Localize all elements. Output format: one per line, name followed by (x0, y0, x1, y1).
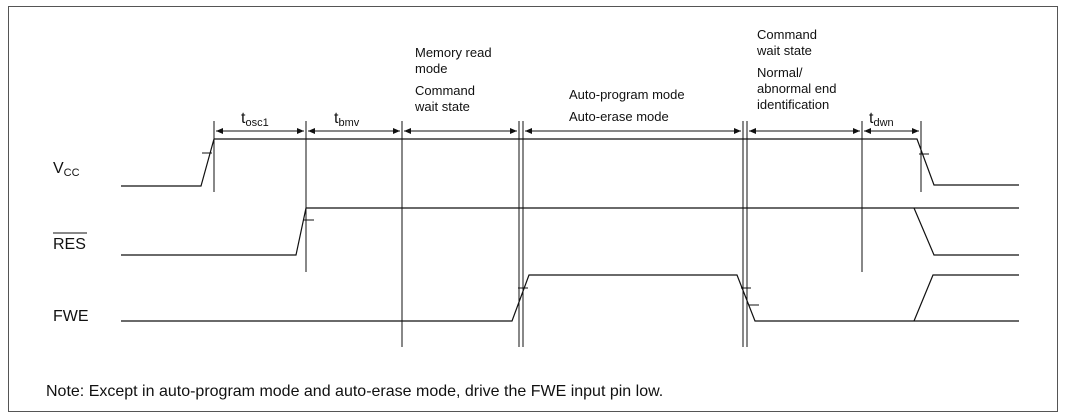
vcc-waveform (121, 138, 1019, 187)
fwe-waveform (121, 274, 1019, 322)
svg-text:Command: Command (757, 27, 817, 42)
svg-text:Command: Command (415, 83, 475, 98)
svg-text:Auto-erase mode: Auto-erase mode (569, 109, 669, 124)
reference-lines (213, 121, 922, 347)
res-waveform (121, 207, 1019, 256)
tdwn-label: tdwn (869, 110, 894, 129)
svg-text:wait state: wait state (414, 99, 470, 114)
phase-memory-read-label: Memory read mode Command wait state (414, 45, 492, 114)
timing-arrows (216, 128, 919, 134)
signal-vcc-label: VCC (53, 160, 80, 179)
svg-text:mode: mode (415, 61, 448, 76)
phase-end-ident-label: Command wait state Normal/ abnormal end … (756, 27, 837, 112)
tbmv-label: tbmv (334, 110, 360, 129)
signal-fwe-label: FWE (53, 308, 89, 325)
phase-auto-mode-label: Auto-program mode Auto-erase mode (569, 87, 685, 124)
svg-text:abnormal end: abnormal end (757, 81, 837, 96)
svg-text:RES: RES (53, 236, 86, 253)
timing-diagram: tosc1 tbmv tdwn Memory read mode Command… (46, 27, 1019, 400)
tosc1-label: tosc1 (241, 110, 269, 129)
svg-text:identification: identification (757, 97, 829, 112)
svg-text:Normal/: Normal/ (757, 65, 803, 80)
svg-text:wait state: wait state (756, 43, 812, 58)
svg-text:Memory read: Memory read (415, 45, 492, 60)
note-text: Note: Except in auto-program mode and au… (46, 383, 663, 400)
svg-text:Auto-program mode: Auto-program mode (569, 87, 685, 102)
signal-res-label: RES (53, 232, 87, 253)
timing-diagram-frame: tosc1 tbmv tdwn Memory read mode Command… (8, 6, 1058, 412)
